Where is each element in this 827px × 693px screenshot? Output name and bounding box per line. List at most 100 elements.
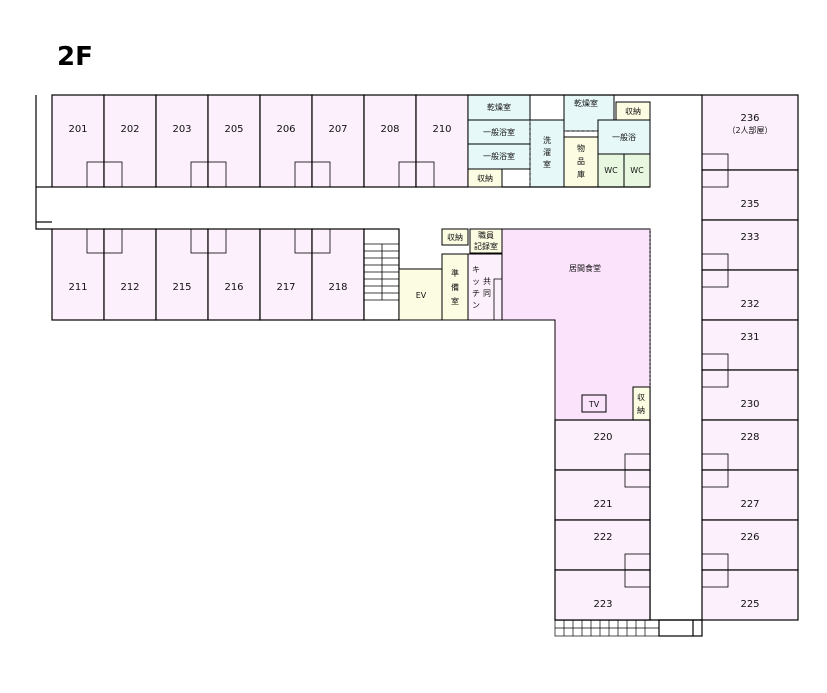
bath-room-3[interactable] — [597, 119, 651, 155]
room-label: 222 — [593, 532, 612, 543]
storage-3-label: 収納 — [447, 232, 463, 242]
room-label: 221 — [593, 499, 612, 510]
room-223[interactable] — [554, 569, 651, 621]
storage-3[interactable] — [441, 228, 469, 246]
staff-record-label: 職員 — [478, 231, 494, 240]
facility-labels: 乾燥室 一般浴室 一般浴室 収納 洗 濯 室 乾燥室 収納 一般浴 物 品 庫 … — [477, 98, 644, 183]
prep-room-label: 準 — [451, 268, 459, 278]
kitchen-label: ッ — [472, 277, 480, 286]
room-221[interactable] — [554, 469, 651, 521]
kitchen-counter — [493, 278, 502, 320]
lower-room-labels: 211 212 215 216 217 218 — [68, 282, 347, 293]
room-222[interactable] — [554, 519, 651, 571]
room-label: 208 — [380, 124, 399, 135]
room-202[interactable] — [103, 94, 157, 188]
facility-dashes — [529, 120, 598, 187]
room-230[interactable] — [701, 369, 799, 421]
prep-room-label: 備 — [451, 282, 459, 292]
elevator[interactable] — [398, 268, 443, 321]
floor-title: 2F — [57, 42, 93, 72]
room-206[interactable] — [259, 94, 313, 188]
storage-4-label: 納 — [637, 405, 645, 415]
tv-label: TV — [588, 400, 600, 409]
shared-label: 同 — [483, 289, 491, 298]
room-235[interactable] — [701, 169, 799, 221]
room-212[interactable] — [103, 228, 157, 321]
wc-2[interactable] — [623, 153, 651, 188]
room-label: 225 — [740, 599, 759, 610]
room-218[interactable] — [311, 228, 365, 321]
room-217[interactable] — [259, 228, 313, 321]
room-211[interactable] — [51, 228, 105, 321]
room-210[interactable] — [415, 94, 469, 188]
bath-room-2[interactable] — [467, 143, 531, 170]
room-label: 231 — [740, 332, 759, 343]
room-233[interactable] — [701, 219, 799, 271]
goods-storage[interactable] — [563, 136, 599, 188]
service-block — [398, 228, 503, 321]
bottom-stair-hatch — [554, 619, 660, 637]
prep-room-label: 室 — [451, 296, 459, 306]
room-220[interactable] — [554, 419, 651, 471]
room-225[interactable] — [701, 569, 799, 621]
lower-room-entrances — [86, 228, 331, 254]
storage-4[interactable] — [632, 386, 651, 421]
room-label: 211 — [68, 282, 87, 293]
top-room-entrances — [86, 161, 435, 188]
room-215[interactable] — [155, 228, 209, 321]
room-label: 206 — [276, 124, 295, 135]
room-label: 220 — [593, 432, 612, 443]
goods-storage-label: 物 — [577, 143, 585, 153]
room-label: 223 — [593, 599, 612, 610]
staff-record-label: 記録室 — [474, 241, 498, 251]
prep-room[interactable] — [441, 253, 469, 321]
room-label: 216 — [224, 282, 243, 293]
room-228[interactable] — [701, 419, 799, 471]
wc-2-label: WC — [630, 166, 644, 175]
room-label: 212 — [120, 282, 139, 293]
service-labels: EV 収納 職員 記録室 準 備 室 キ ッ チ ン 共 同 — [416, 231, 498, 310]
right-room-column — [701, 94, 799, 621]
room-note: （2人部屋） — [727, 125, 772, 135]
room-203[interactable] — [155, 94, 209, 188]
room-236[interactable] — [701, 94, 799, 171]
room-208[interactable] — [363, 94, 417, 188]
room-201[interactable] — [51, 94, 105, 188]
room-207[interactable] — [311, 94, 365, 188]
room-227[interactable] — [701, 469, 799, 521]
room-label: 207 — [328, 124, 347, 135]
kitchen-label: キ — [472, 265, 480, 274]
room-label: 202 — [120, 124, 139, 135]
room-label: 201 — [68, 124, 87, 135]
goods-storage-label: 品 — [577, 157, 585, 166]
drying-room-1-label: 乾燥室 — [487, 102, 511, 112]
center-room-column — [554, 419, 651, 621]
room-231[interactable] — [701, 319, 799, 371]
kitchen-label: ン — [472, 301, 480, 310]
room-label: 217 — [276, 282, 295, 293]
bath-room-3-label: 一般浴 — [612, 132, 636, 142]
tv — [581, 394, 607, 413]
laundry-label: 洗 — [543, 135, 551, 145]
lower-room-row — [51, 228, 365, 321]
storage-4-label: 収 — [637, 392, 645, 402]
room-232[interactable] — [701, 269, 799, 321]
room-label: 233 — [740, 232, 759, 243]
elevator-label: EV — [416, 291, 427, 300]
dining-area: 居間食堂 TV 収 納 — [501, 228, 651, 421]
shared-kitchen[interactable] — [467, 253, 503, 321]
kitchen-label: チ — [472, 289, 480, 298]
storage-1-label: 収納 — [477, 173, 493, 183]
room-226[interactable] — [701, 519, 799, 571]
room-205[interactable] — [207, 94, 261, 188]
dining-room[interactable] — [501, 228, 651, 421]
drying-room-2-label: 乾燥室 — [574, 98, 598, 108]
room-216[interactable] — [207, 228, 261, 321]
laundry-label: 室 — [543, 159, 551, 169]
bath-room-1-label: 一般浴室 — [483, 127, 515, 137]
bath-room-2-label: 一般浴室 — [483, 151, 515, 161]
room-label: 205 — [224, 124, 243, 135]
storage-1[interactable] — [467, 168, 503, 188]
wc-1-label: WC — [604, 166, 618, 175]
room-label: 203 — [172, 124, 191, 135]
